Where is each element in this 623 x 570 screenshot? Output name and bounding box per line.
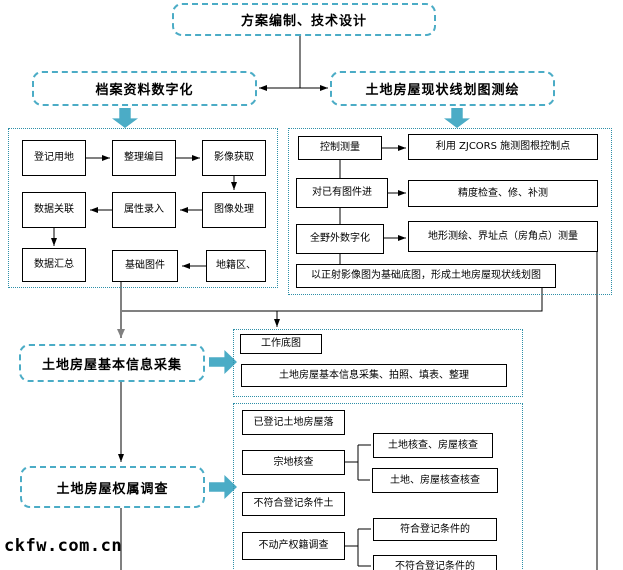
container-collect-detail	[233, 329, 523, 397]
container-mapping-steps	[288, 128, 612, 295]
node-fhdj: 符合登记条件的	[373, 518, 497, 541]
node-tdfw: 土地、房屋核查核查	[372, 468, 498, 493]
node-djq: 地籍区、	[206, 250, 266, 282]
node-txcl: 图像处理	[202, 192, 266, 228]
node-jctj: 基础图件	[112, 250, 178, 282]
node-djyd: 登记用地	[22, 140, 86, 176]
node-ydj: 已登记土地房屋落	[242, 410, 345, 435]
watermark: ckfw.com.cn	[4, 536, 123, 556]
node-qywszh: 全野外数字化	[296, 224, 384, 254]
node-zjcors: 利用 ZJCORS 施测图根控制点	[408, 134, 598, 160]
node-jdjc: 精度检查、修、补测	[408, 180, 598, 207]
node-plan: 方案编制、技术设计	[172, 3, 436, 36]
node-gzdt: 工作底图	[240, 334, 322, 354]
block-arrow-down-icon	[112, 108, 138, 128]
node-zsyx: 以正射影像图为基础底图，形成土地房屋现状线划图	[296, 264, 556, 288]
node-info-collect: 土地房屋基本信息采集	[19, 344, 205, 382]
node-tdhc: 土地核查、房屋核查	[373, 433, 493, 458]
node-collect-detail: 土地房屋基本信息采集、拍照、填表、整理	[241, 364, 507, 387]
node-status-mapping: 土地房屋现状线划图测绘	[330, 71, 555, 106]
node-kzcl: 控制测量	[298, 136, 382, 160]
node-yxhq: 影像获取	[202, 140, 266, 176]
node-sjhz: 数据汇总	[22, 248, 86, 282]
container-archive-steps	[8, 128, 278, 288]
node-archive-digitization: 档案资料数字化	[32, 71, 257, 106]
node-zlbm: 整理编目	[112, 140, 176, 176]
node-bfh: 不符合登记条件土	[242, 492, 345, 516]
node-sxlr: 属性录入	[112, 192, 176, 228]
node-ownership-survey: 土地房屋权属调查	[20, 466, 205, 508]
node-zdhc: 宗地核查	[242, 450, 345, 475]
block-arrow-down-icon	[444, 108, 470, 128]
node-bfhdj: 不符合登记条件的	[373, 555, 497, 570]
container-ownership-detail	[233, 403, 523, 570]
node-sjgl: 数据关联	[22, 192, 86, 228]
node-dyytj: 对已有图件进	[296, 178, 388, 208]
node-bdc: 不动产权籍调查	[242, 532, 345, 560]
node-dxch: 地形测绘、界址点（房角点）测量	[408, 221, 598, 252]
